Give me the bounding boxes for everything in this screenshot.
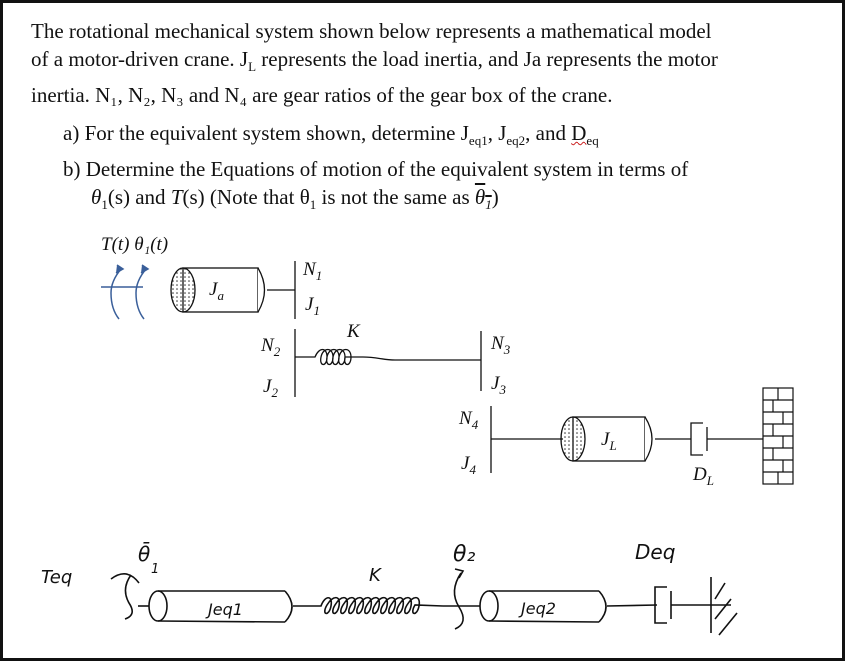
part-a: a) For the equivalent system shown, dete…	[63, 119, 823, 155]
part-b-theta-bar-sub: 1	[485, 197, 492, 213]
j1-label: J1	[305, 294, 320, 318]
intro-line-2-sub: L	[248, 59, 257, 75]
jl-inertia	[560, 416, 653, 462]
part-a-deq-letter: D	[571, 121, 587, 145]
wall-icon	[762, 387, 794, 485]
mechanical-diagram: T(t) θ₁(t) Ja N1 J1 N2 J2 K N3	[41, 234, 794, 636]
part-b-T: T	[170, 185, 183, 210]
hand-torque-arrow-icon	[110, 573, 140, 620]
part-b-line-1: b) Determine the Equations of motion of …	[63, 157, 689, 182]
part-b-sub: 1	[309, 197, 317, 213]
part-a-deq: Deq	[571, 121, 599, 149]
n2-label: N2	[260, 335, 281, 359]
part-a-sub1: eq1	[468, 133, 488, 149]
intro-line-2: of a motor-driven crane. JL represents t…	[31, 45, 811, 81]
part-a-sub2: eq2	[506, 133, 526, 149]
hand-deq-label: Deq	[635, 540, 675, 564]
problem-intro: The rotational mechanical system shown b…	[31, 17, 811, 109]
part-b-theta-bar: θ1	[474, 185, 492, 213]
hand-jeq1-inertia	[138, 590, 293, 623]
input-label: T(t) θ₁(t)	[101, 234, 168, 255]
hand-theta2: θ₂	[453, 542, 475, 567]
ja-inertia	[170, 267, 266, 313]
problem-parts: a) For the equivalent system shown, dete…	[63, 119, 823, 219]
hand-jeq1-label: Jeq1	[205, 600, 243, 619]
part-b-line-2: θ1(s) and T(s) (Note that θ1 is not the …	[63, 183, 823, 219]
j2-label: J2	[263, 376, 278, 400]
jl-label: JL	[601, 429, 617, 453]
part-b-theta-bar-letter: θ	[474, 185, 486, 210]
j3-label: J3	[491, 373, 506, 397]
part-a-and: , and	[525, 121, 572, 145]
dl-label: DL	[692, 464, 714, 488]
spring-k	[295, 348, 396, 366]
part-a-mid: , J	[487, 121, 507, 145]
hand-k-label: K	[369, 565, 382, 586]
hand-damper-deq	[606, 577, 738, 636]
n4-label: N4	[458, 408, 479, 432]
damper-dl	[655, 422, 763, 456]
part-b-close: )	[491, 185, 499, 210]
intro-line-1: The rotational mechanical system shown b…	[31, 19, 712, 43]
ja-label: Ja	[209, 279, 224, 303]
intro-line-3: inertia. N₁, N₂, N₃ and N₄ are gear rati…	[31, 83, 613, 108]
part-a-deq-sub: eq	[586, 133, 599, 149]
part-b-s1: (s) and	[107, 185, 171, 210]
hand-jeq2-label: Jeq2	[518, 599, 556, 618]
part-b-s2: (s) (Note that θ	[182, 185, 310, 210]
k-label: K	[346, 321, 361, 342]
hand-teq: Teq	[41, 567, 72, 588]
part-b-theta-sub: 1	[101, 197, 108, 213]
hand-theta2-arrow-icon	[453, 568, 465, 630]
part-b-theta: θ	[91, 185, 102, 210]
part-b-rest: is not the same as	[316, 185, 475, 210]
hand-spring-k	[293, 596, 444, 615]
intro-line-2a: of a motor-driven crane. J	[31, 47, 249, 71]
intro-line-2b: represents the load inertia, and Ja repr…	[256, 47, 718, 71]
hand-theta-bar: θ̄	[138, 541, 150, 566]
n1-label: N1	[302, 259, 322, 283]
hand-theta-sub: 1	[151, 562, 159, 577]
hand-jeq2-inertia	[443, 590, 607, 623]
torque-arrow-icon	[101, 264, 150, 320]
n3-label: N3	[490, 333, 511, 357]
part-a-text: a) For the equivalent system shown, dete…	[63, 121, 469, 145]
j4-label: J4	[461, 453, 476, 477]
